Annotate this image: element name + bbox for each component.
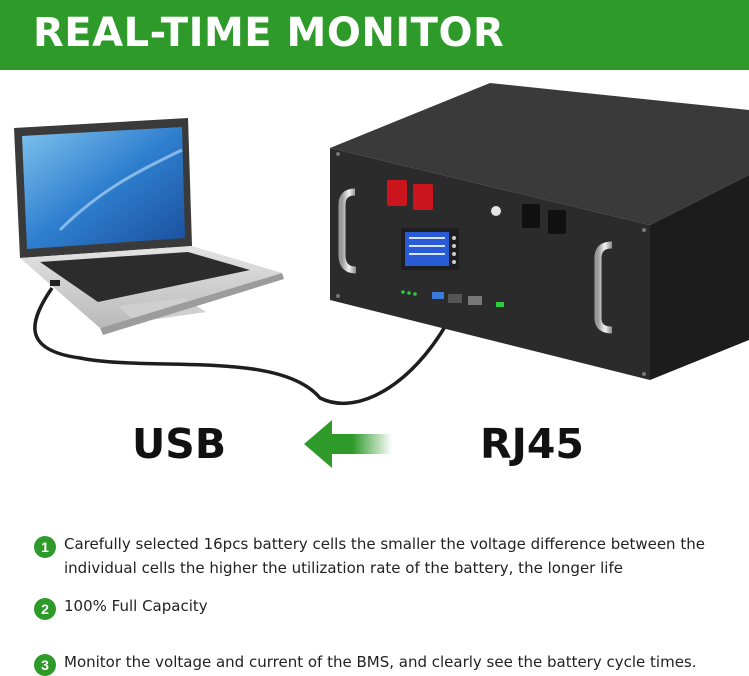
number-badge-icon: 2 [34,598,56,620]
feature-item-1: 1 Carefully selected 16pcs battery cells… [34,532,734,580]
feature-text: 100% Full Capacity [64,597,208,615]
battery-pack-icon [330,83,749,380]
page-title: REAL-TIME MONITOR [33,10,505,56]
number-badge-icon: 1 [34,536,56,558]
product-illustration [14,83,749,405]
arrow-left-icon [304,420,392,468]
feature-text: Monitor the voltage and current of the B… [64,653,697,671]
feature-item-3: 3 Monitor the voltage and current of the… [34,650,734,676]
header-banner: REAL-TIME MONITOR [0,0,749,70]
feature-item-2: 2 100% Full Capacity [34,594,208,620]
rj45-label: RJ45 [480,420,584,468]
laptop-icon [14,118,284,335]
number-badge-icon: 3 [34,654,56,676]
feature-text: Carefully selected 16pcs battery cells t… [64,535,705,577]
usb-label: USB [132,420,227,468]
cable [33,287,457,405]
